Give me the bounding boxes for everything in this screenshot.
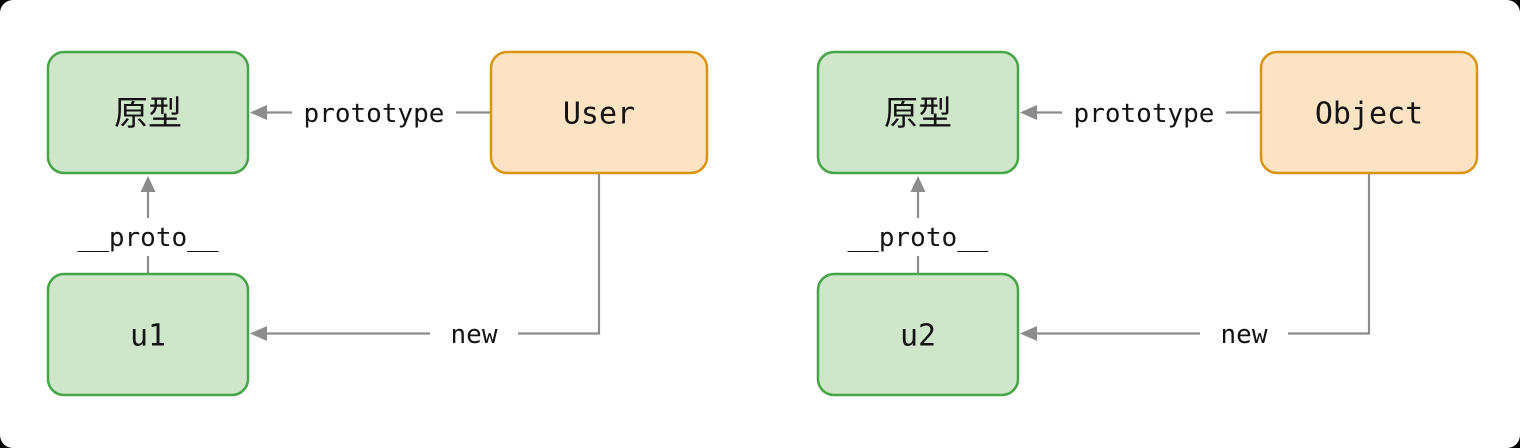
prototype-edge-label-bg: [292, 94, 456, 131]
arrowhead-left-icon: [250, 326, 267, 341]
prototype-edge-label: prototype: [1074, 99, 1215, 129]
new-edge-label: new: [1221, 320, 1268, 350]
prototype-edge-label: prototype: [304, 99, 445, 129]
arrowhead-left-icon: [1020, 105, 1037, 120]
proto-edge-label: __proto__: [848, 223, 989, 253]
prototype-node: 原型: [46, 50, 250, 175]
constructor-node-box: [1259, 50, 1479, 175]
proto-edge: __proto__: [832, 176, 1004, 274]
constructor-node: Object: [1259, 50, 1479, 175]
constructor-node-label: Object: [1315, 97, 1423, 132]
proto-edge-label-bg: [832, 218, 1004, 256]
new-edge-label-bg: [1200, 315, 1288, 352]
prototype-edge-label-bg: [1062, 94, 1226, 131]
new-edge: new: [250, 173, 601, 352]
new-edge-line: [1033, 173, 1371, 335]
new-edge-label-bg: [430, 315, 518, 352]
instance-node-box: [816, 272, 1020, 397]
new-edge-label: new: [451, 320, 498, 350]
user-diagram-group: new prototype __proto__ 原型: [46, 50, 709, 397]
arrowhead-left-icon: [250, 105, 267, 120]
proto-edge-label-bg: [62, 218, 234, 256]
prototype-node-label: 原型: [114, 94, 182, 134]
arrowhead-up-icon: [910, 176, 926, 192]
proto-edge: __proto__: [62, 176, 234, 274]
new-edge: new: [1020, 173, 1371, 352]
object-diagram-group: new prototype __proto__ 原型 Object: [816, 50, 1479, 397]
instance-node-box: [46, 272, 250, 397]
constructor-node-label: User: [563, 97, 635, 132]
arrowhead-left-icon: [1020, 326, 1037, 341]
prototype-node-label: 原型: [884, 94, 952, 134]
constructor-node-box: [489, 50, 709, 175]
prototype-edge: prototype: [1020, 94, 1261, 131]
prototype-edge: prototype: [250, 94, 491, 131]
proto-edge-label: __proto__: [78, 223, 219, 253]
prototype-node-box: [816, 50, 1020, 175]
arrowhead-up-icon: [140, 176, 156, 192]
prototype-node: 原型: [816, 50, 1020, 175]
instance-node-label: u1: [130, 319, 166, 354]
instance-node: u1: [46, 272, 250, 397]
instance-node-label: u2: [900, 319, 936, 354]
new-edge-line: [263, 173, 601, 335]
prototype-node-box: [46, 50, 250, 175]
constructor-node: User: [489, 50, 709, 175]
instance-node: u2: [816, 272, 1020, 397]
